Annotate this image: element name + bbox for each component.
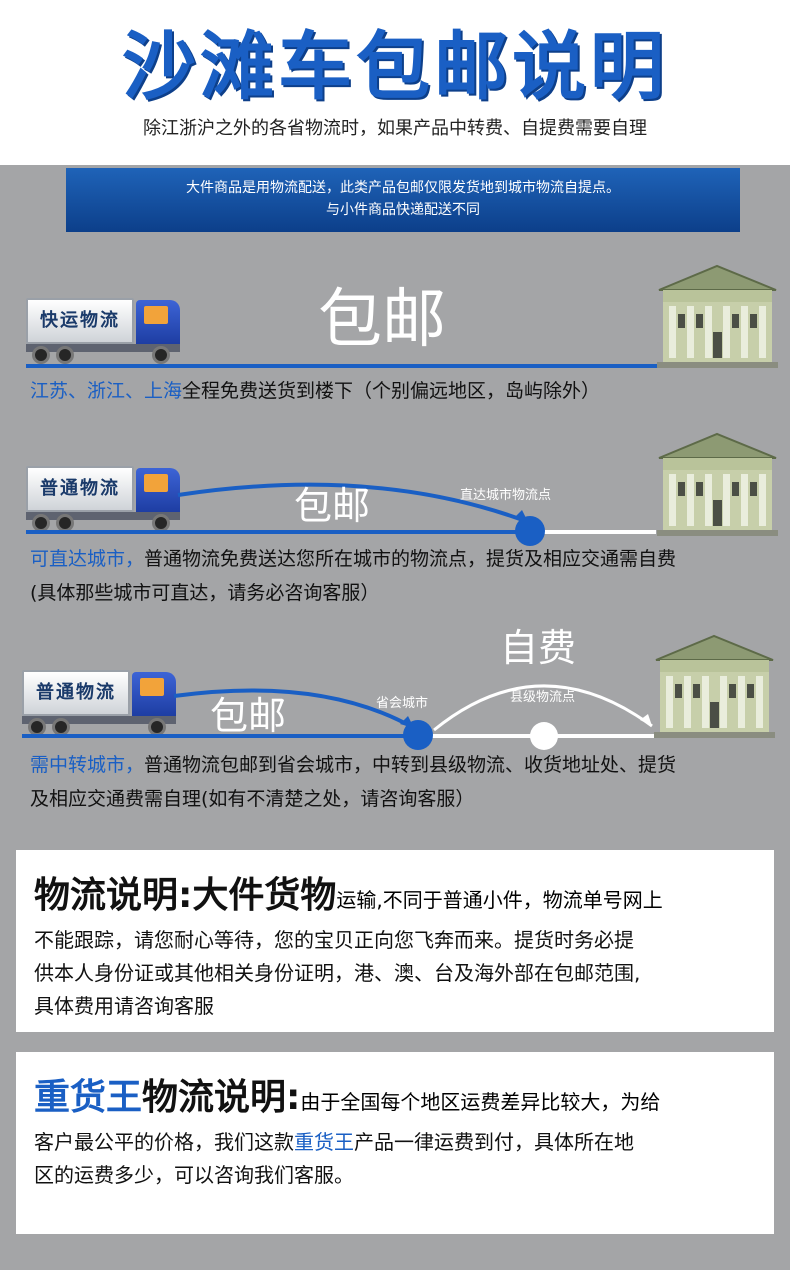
building-icon [654, 634, 775, 738]
truck-label: 快运物流 [40, 310, 120, 331]
route-line-white [530, 530, 656, 534]
province-city-dot [403, 720, 433, 750]
banner-line-1: 大件商品是用物流配送，此类产品包邮仅限发货地到城市物流自提点。 [186, 180, 620, 196]
county-point-dot [530, 722, 558, 750]
section3-description: 需中转城市，普通物流包邮到省会城市，中转到县级物流、收货地址处、提货 及相应交通… [30, 754, 677, 810]
county-point-label: 县级物流点 [510, 690, 576, 705]
logistics-point-dot [515, 516, 545, 546]
page-title: 沙滩车包邮说明 [122, 24, 668, 110]
panel-heading-brand: 重货王 [34, 1077, 143, 1118]
info-banner: 大件商品是用物流配送，此类产品包邮仅限发货地到城市物流自提点。 与小件商品快递配… [66, 168, 740, 232]
heavy-goods-note-panel: 重货王物流说明:由于全国每个地区运费差异比较大，为给 客户最公平的价格，我们这款… [16, 1052, 774, 1234]
truck-label: 普通物流 [40, 478, 120, 499]
free-shipping-word: 包邮 [210, 694, 287, 738]
section2-description: 可直达城市，普通物流免费送达您所在城市的物流点，提货及相应交通需自费 (具体那些… [30, 548, 677, 604]
header: 沙滩车包邮说明 除江浙沪之外的各省物流时，如果产品中转费、自提费需要自理 [0, 0, 790, 165]
route-line [22, 734, 418, 738]
route-line [26, 530, 530, 534]
banner-line-2: 与小件商品快递配送不同 [326, 202, 480, 218]
free-shipping-word: 包邮 [294, 484, 371, 528]
logistics-note-panel: 物流说明:大件货物运输,不同于普通小件，物流单号网上 不能跟踪，请您耐心等待，您… [16, 850, 774, 1032]
page-subtitle: 除江浙沪之外的各省物流时，如果产品中转费、自提费需要自理 [143, 118, 647, 139]
section1-description: 江苏、浙江、上海全程免费送货到楼下（个别偏远地区，岛屿除外） [30, 380, 601, 402]
building-icon [657, 432, 778, 536]
panel-heading: 物流说明:大件货物 [34, 875, 337, 916]
direct-point-label: 直达城市物流点 [460, 488, 552, 503]
truck-icon: 普通物流 [26, 466, 182, 536]
self-pay-word: 自费 [500, 626, 577, 670]
free-shipping-word: 包邮 [318, 283, 446, 357]
truck-icon: 快运物流 [26, 298, 182, 368]
truck-icon: 普通物流 [22, 670, 178, 740]
building-icon [657, 264, 778, 368]
truck-label: 普通物流 [36, 682, 116, 703]
province-city-label: 省会城市 [376, 696, 429, 711]
self-pay-arc [433, 684, 653, 732]
route-line [26, 364, 658, 368]
